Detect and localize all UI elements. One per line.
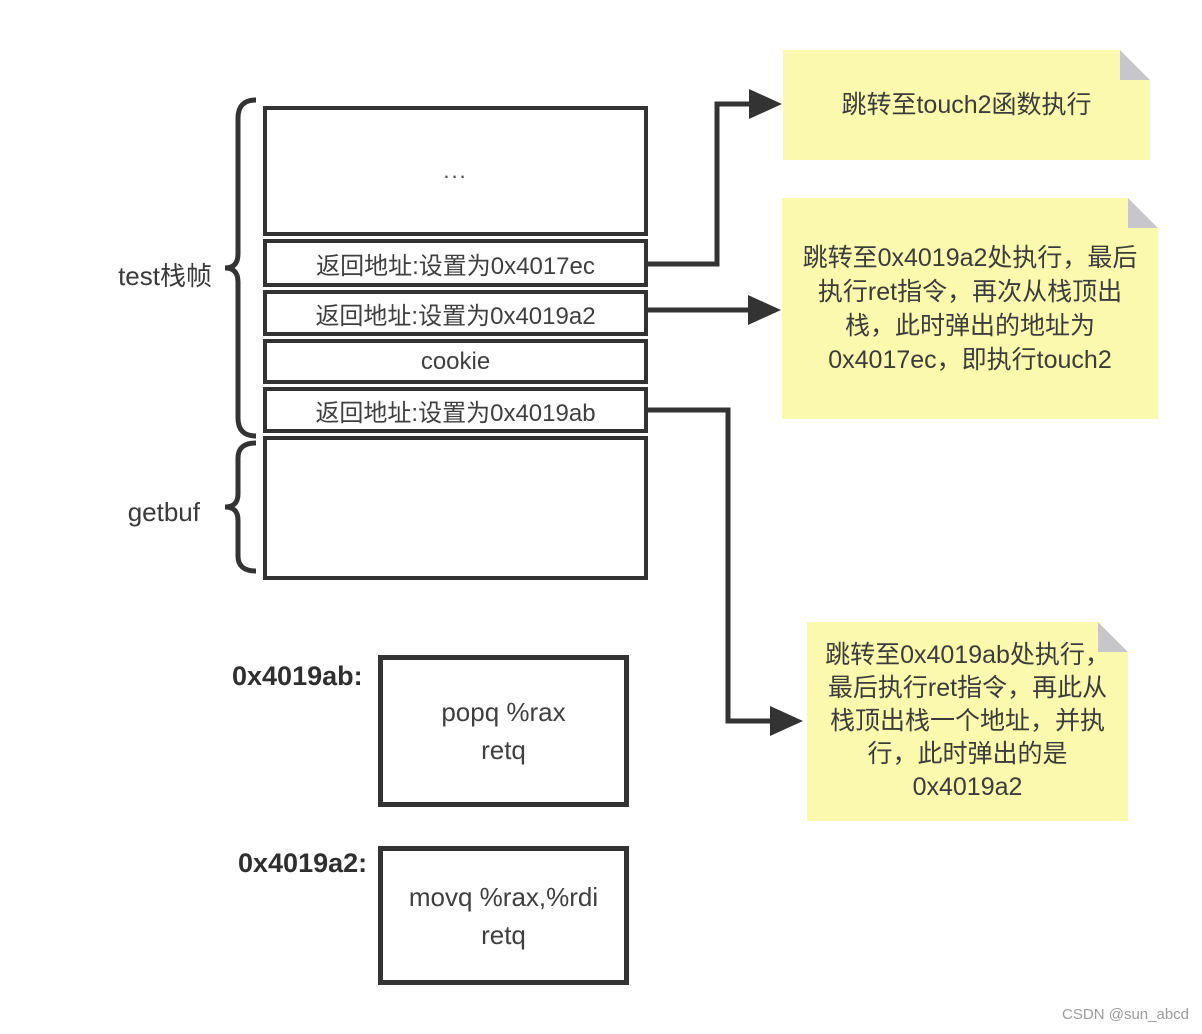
- gadget-instruction: retq: [481, 919, 526, 950]
- arrow-ret-0x4019ab-line: [648, 407, 770, 724]
- note-touch2: 跳转至touch2函数执行: [783, 50, 1150, 160]
- brace-test-frame: [224, 97, 257, 439]
- arrow-ret-0x4017ec-head: [749, 89, 782, 119]
- note-text: 跳转至0x4019a2处执行，最后执行ret指令，再次从栈顶出栈，此时弹出的地址…: [802, 243, 1138, 374]
- arrow-ret-0x4017ec-line: [648, 101, 749, 267]
- stack-cell-ret-0x4019ab: 返回地址:设置为0x4019ab: [263, 387, 648, 433]
- gadget-address-0x4019a2: 0x4019a2:: [238, 848, 368, 878]
- stack-cell-cookie: cookie: [263, 339, 648, 384]
- arrow-ret-0x4019ab-head: [770, 706, 803, 736]
- brace-getbuf: [224, 440, 257, 574]
- gadget-instruction: movq %rax,%rdi: [408, 881, 599, 912]
- gadget-box-0x4019ab: popq %rax retq: [378, 655, 629, 807]
- folded-corner-icon: [1128, 198, 1158, 228]
- note-text: 跳转至touch2函数执行: [841, 91, 1092, 119]
- gadget-address-0x4019ab: 0x4019ab:: [232, 661, 363, 691]
- frame-label-getbuf: getbuf: [127, 497, 200, 527]
- gadget-box-0x4019a2: movq %rax,%rdi retq: [378, 846, 629, 985]
- note-0x4019a2: 跳转至0x4019a2处执行，最后执行ret指令，再次从栈顶出栈，此时弹出的地址…: [782, 198, 1158, 419]
- note-0x4019ab: 跳转至0x4019ab处执行，最后执行ret指令，再此从栈顶出栈一个地址，并执行…: [807, 622, 1128, 821]
- arrow-ret-0x4019a2-head: [748, 295, 781, 325]
- note-text: 跳转至0x4019ab处执行，最后执行ret指令，再此从栈顶出栈一个地址，并执行…: [825, 641, 1110, 801]
- stack-cell-ellipsis: ...: [263, 106, 648, 236]
- csdn-watermark: CSDN @sun_abcd: [1062, 1006, 1189, 1023]
- stack-cell-ret-0x4019a2: 返回地址:设置为0x4019a2: [263, 290, 648, 336]
- stack-cell-getbuf-empty: [263, 436, 648, 580]
- frame-label-test: test栈帧: [118, 261, 212, 291]
- ellipsis-text: ...: [443, 158, 468, 183]
- gadget-instruction: popq %rax: [441, 697, 566, 727]
- stack-cell-ret-0x4017ec: 返回地址:设置为0x4017ec: [263, 239, 648, 287]
- folded-corner-icon: [1120, 50, 1150, 80]
- gadget-instruction: retq: [481, 735, 526, 765]
